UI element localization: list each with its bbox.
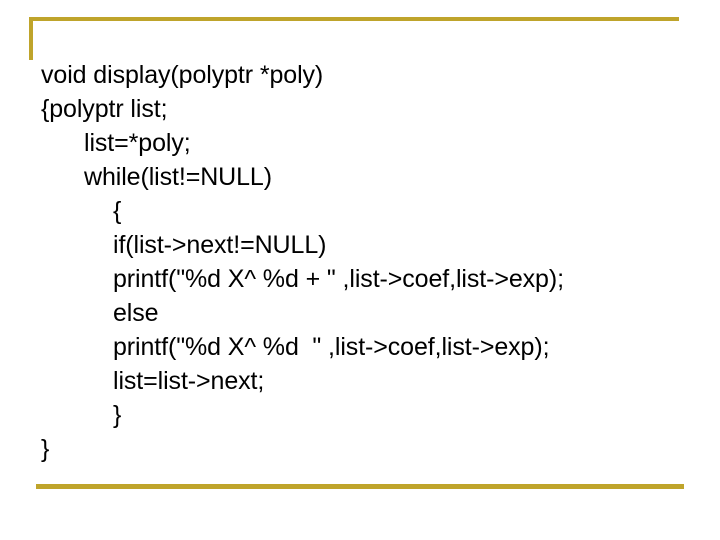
code-line: void display(polyptr *poly) — [41, 61, 324, 89]
code-line: list=list->next; — [113, 367, 265, 395]
gold-bottom-rule-decoration — [36, 484, 684, 489]
code-line: if(list->next!=NULL) — [113, 231, 327, 259]
bracket-vertical-bar — [29, 17, 33, 60]
code-line: printf("%d X^ %d + " ,list->coef,list->e… — [113, 265, 564, 293]
code-line: } — [41, 435, 50, 463]
gold-corner-bracket-decoration — [29, 17, 679, 60]
code-block: void display(polyptr *poly) {polyptr list… — [0, 58, 720, 466]
code-line: list=*poly; — [84, 129, 191, 157]
code-line: {polyptr list; — [41, 95, 168, 123]
code-line: while(list!=NULL) — [84, 163, 272, 191]
code-line: else — [113, 299, 159, 327]
code-line: { — [113, 197, 122, 225]
code-line: printf("%d X^ %d " ,list->coef,list->exp… — [113, 333, 550, 361]
bracket-horizontal-bar — [29, 17, 679, 21]
code-line: } — [113, 401, 122, 429]
